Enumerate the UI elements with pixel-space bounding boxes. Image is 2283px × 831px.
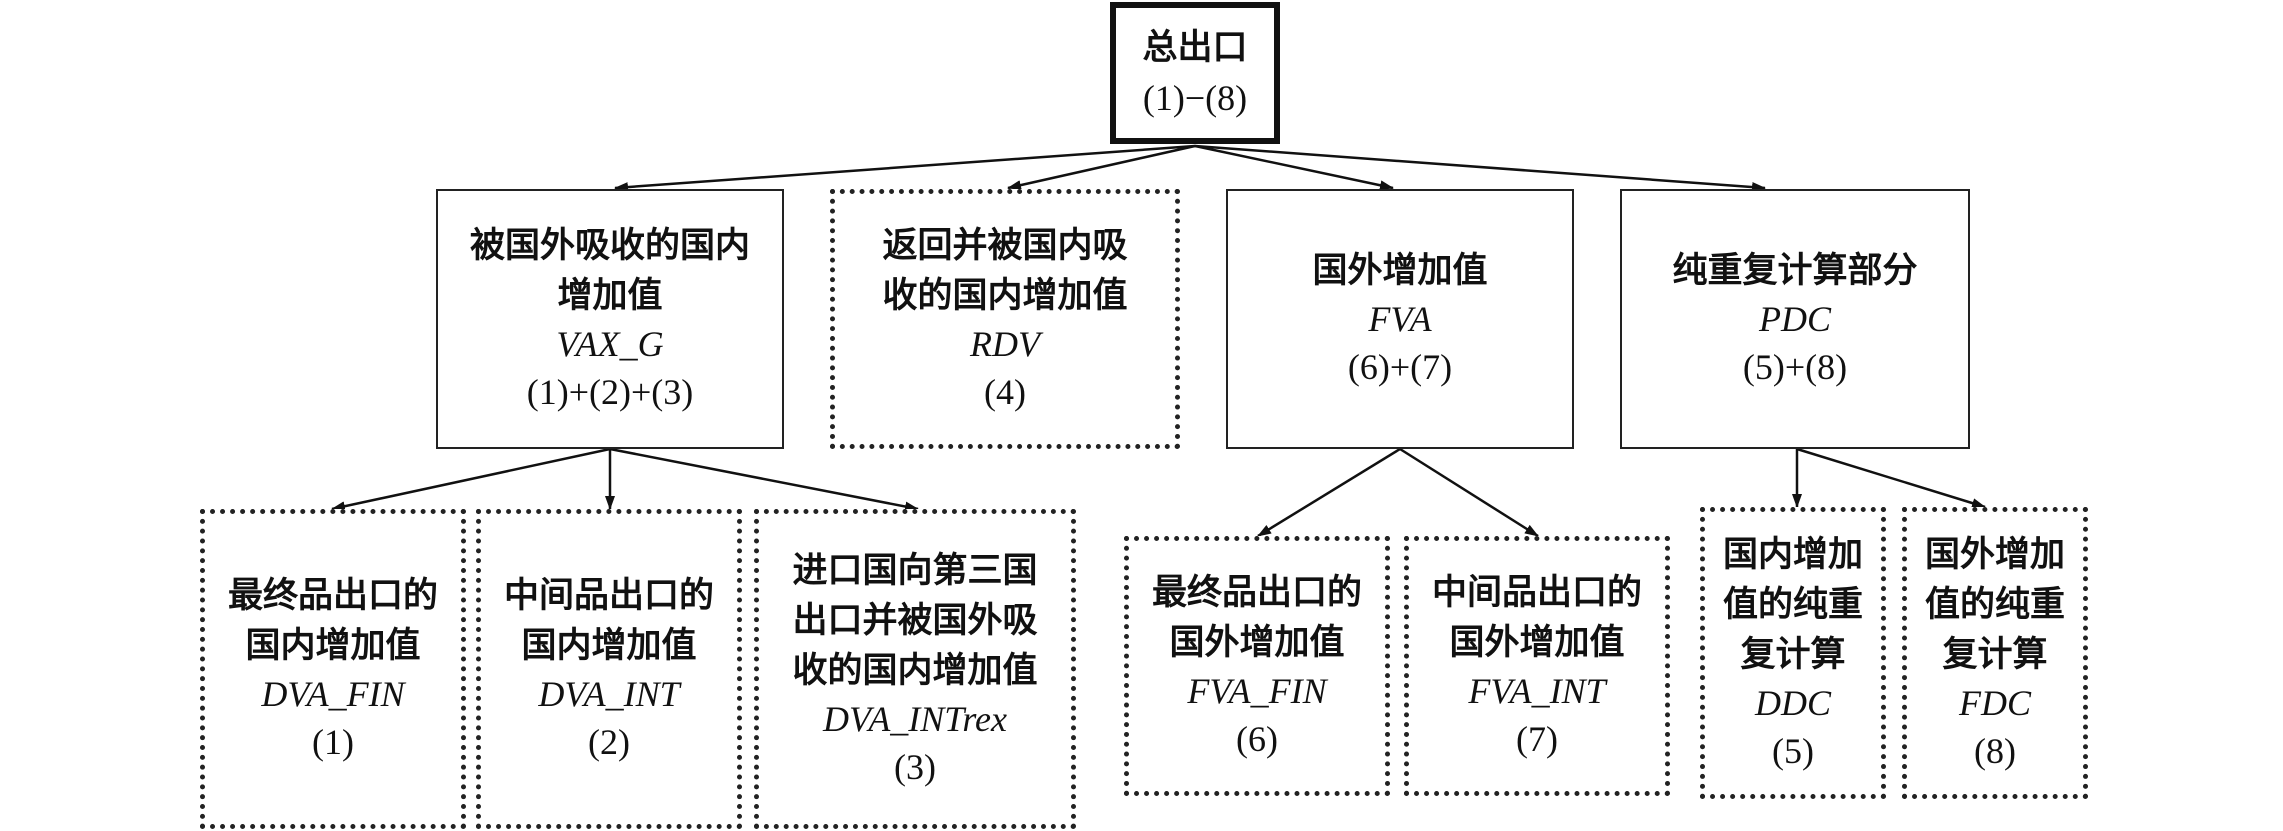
node-total-exports: 总出口 (1)−(8) xyxy=(1110,2,1280,144)
node-formula: (6) xyxy=(1236,719,1278,759)
node-ddc: 国内增加 值的纯重 复计算 DDC (5) xyxy=(1700,507,1886,799)
node-abbreviation: FVA xyxy=(1368,299,1432,339)
node-title-line-2: 出口并被国外吸 xyxy=(792,601,1038,641)
node-title-line-2: 国内增加值 xyxy=(521,626,697,666)
node-dva-intrex: 进口国向第三国 出口并被国外吸 收的国内增加值 DVA_INTrex (3) xyxy=(754,509,1076,829)
edge-root-vax-g xyxy=(614,144,1196,193)
node-title-line-2: 国外增加值 xyxy=(1169,623,1345,663)
node-title: 国外增加值 xyxy=(1312,251,1488,291)
node-formula: (2) xyxy=(588,722,630,762)
node-abbreviation: DVA_INT xyxy=(538,674,680,714)
node-formula: (1) xyxy=(312,722,354,762)
node-formula: (5)+(8) xyxy=(1742,347,1848,387)
edge-vax-dva-intrex xyxy=(609,447,919,512)
edge-fva-fva-fin xyxy=(1257,447,1401,538)
node-title-line-1: 最终品出口的 xyxy=(1151,573,1362,613)
node-title-line-1: 进口国向第三国 xyxy=(792,551,1038,591)
node-title-line-1: 中间品出口的 xyxy=(1431,573,1642,613)
edge-root-fva xyxy=(1194,144,1394,191)
node-title-line-2: 收的国内增加值 xyxy=(882,276,1128,316)
edge-vax-dva-fin xyxy=(331,447,611,512)
node-title-line-3: 收的国内增加值 xyxy=(792,651,1038,691)
node-abbreviation: PDC xyxy=(1759,299,1831,339)
node-fdc: 国外增加 值的纯重 复计算 FDC (8) xyxy=(1902,507,2088,799)
node-abbreviation: VAX_G xyxy=(556,324,664,364)
node-title: 纯重复计算部分 xyxy=(1672,251,1918,291)
edge-root-pdc xyxy=(1194,144,1766,193)
node-title-line-2: 值的纯重 xyxy=(1924,585,2065,625)
node-formula: (1)+(2)+(3) xyxy=(526,372,694,412)
node-abbreviation: FVA_FIN xyxy=(1187,671,1327,711)
node-title-line-1: 被国外吸收的国内 xyxy=(469,226,750,266)
node-title-line-1: 国外增加 xyxy=(1924,535,2065,575)
node-abbreviation: FDC xyxy=(1959,683,2031,723)
node-dva-int: 中间品出口的 国内增加值 DVA_INT (2) xyxy=(476,509,742,829)
node-title-line-1: 国内增加 xyxy=(1722,535,1863,575)
node-abbreviation: DDC xyxy=(1754,683,1831,723)
node-title-line-2: 增加值 xyxy=(557,276,663,316)
node-title-line-2: 国内增加值 xyxy=(245,626,421,666)
node-abbreviation: DVA_INTrex xyxy=(823,699,1007,739)
node-pdc: 纯重复计算部分 PDC (5)+(8) xyxy=(1620,189,1970,449)
node-fva-fin: 最终品出口的 国外增加值 FVA_FIN (6) xyxy=(1124,536,1390,796)
node-title: 总出口 xyxy=(1142,28,1248,68)
node-formula: (4) xyxy=(984,372,1026,412)
node-vax-g: 被国外吸收的国内 增加值 VAX_G (1)+(2)+(3) xyxy=(436,189,784,449)
node-title-line-3: 复计算 xyxy=(1740,635,1846,675)
node-formula: (1)−(8) xyxy=(1142,78,1248,118)
edge-root-rdv xyxy=(1007,144,1196,191)
node-abbreviation: RDV xyxy=(970,324,1040,364)
node-fva: 国外增加值 FVA (6)+(7) xyxy=(1226,189,1574,449)
node-abbreviation: DVA_FIN xyxy=(261,674,405,714)
node-title-line-1: 中间品出口的 xyxy=(503,576,714,616)
node-rdv: 返回并被国内吸 收的国内增加值 RDV (4) xyxy=(830,189,1180,449)
node-formula: (3) xyxy=(894,747,936,787)
node-abbreviation: FVA_INT xyxy=(1468,671,1606,711)
node-title-line-1: 返回并被国内吸 xyxy=(882,226,1128,266)
node-title-line-2: 国外增加值 xyxy=(1449,623,1625,663)
edge-pdc-fdc xyxy=(1796,447,1986,509)
edge-fva-fva-int xyxy=(1399,447,1539,538)
node-title-line-1: 最终品出口的 xyxy=(227,576,438,616)
node-dva-fin: 最终品出口的 国内增加值 DVA_FIN (1) xyxy=(200,509,466,829)
node-formula: (8) xyxy=(1974,731,2016,771)
node-title-line-3: 复计算 xyxy=(1942,635,2048,675)
node-title-line-2: 值的纯重 xyxy=(1722,585,1863,625)
node-formula: (5) xyxy=(1772,731,1814,771)
node-fva-int: 中间品出口的 国外增加值 FVA_INT (7) xyxy=(1404,536,1670,796)
node-formula: (7) xyxy=(1516,719,1558,759)
node-formula: (6)+(7) xyxy=(1347,347,1453,387)
